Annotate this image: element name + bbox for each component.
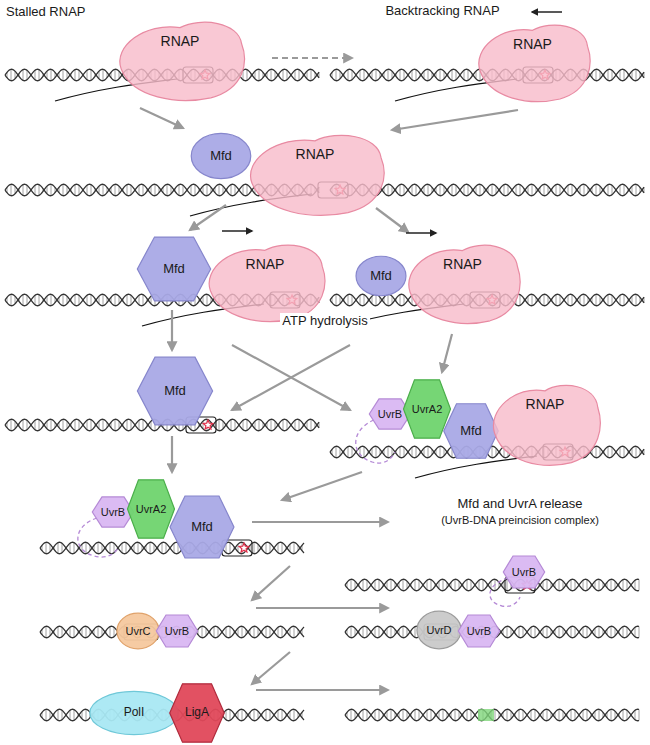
node-outline (470, 18, 595, 106)
flow-arrow (252, 521, 388, 523)
flow-arrow (392, 110, 518, 130)
uvrd-shape: UvrD (416, 610, 462, 650)
rnap-shape: RNAP (485, 378, 605, 470)
node-label: Mfd (460, 424, 482, 439)
flow-arrow (272, 57, 352, 59)
node-label: RNAP (296, 146, 335, 162)
stage-label-text: Mfd and UvrA release (455, 496, 584, 511)
dna-helix (40, 542, 304, 554)
rnap-shape: RNAP (240, 128, 390, 220)
node-label: UvrB (165, 625, 189, 638)
node-outline (485, 378, 605, 470)
node-label: RNAP (161, 33, 200, 49)
stage-label-text: (UvrB-DNA preincision complex) (439, 514, 601, 526)
flow-arrow (232, 345, 350, 410)
stage-label: ATP hydrolysis (255, 313, 395, 329)
node-label: Mfd (163, 262, 185, 277)
lesion-star (203, 420, 213, 429)
node-label: Mfd (210, 149, 232, 164)
node-label: UvrA2 (412, 403, 443, 416)
flow-arrow (171, 436, 173, 472)
node-label: RNAP (246, 256, 285, 272)
mfd-shape: Mfd (355, 255, 407, 297)
node-label: UvrB (378, 408, 402, 421)
rnap-shape: RNAP (470, 18, 595, 106)
node-label: LigA (185, 706, 209, 720)
mfd-shape: Mfd (168, 494, 236, 560)
stage-label-text: Backtracking RNAP (383, 3, 501, 18)
dna-helix (345, 579, 639, 591)
node-label: UvrA2 (136, 503, 167, 516)
node-label: RNAP (513, 36, 552, 52)
stage-label-text: Stalled RNAP (4, 4, 87, 19)
node-label: UvrB (101, 506, 125, 519)
node-label: UvrB (467, 625, 491, 638)
node-outline (240, 128, 390, 220)
uvrc-shape: UvrC (116, 612, 160, 650)
node-label: UvrB (512, 566, 536, 579)
flow-arrow (442, 334, 452, 372)
mfd-shape: Mfd (135, 235, 213, 303)
rnap-shape: RNAP (400, 238, 525, 328)
node-label: RNAP (526, 396, 565, 412)
stage-label-text: ATP hydrolysis (280, 313, 370, 328)
flow-arrow (376, 208, 408, 232)
flow-arrow (256, 607, 388, 609)
uvrb-shape: UvrB (502, 555, 546, 589)
node-outline (110, 15, 250, 105)
flow-arrow (171, 310, 173, 350)
flow-arrow (140, 108, 183, 128)
node-label: UvrD (426, 624, 451, 637)
stage-label: Mfd and UvrA release (395, 496, 645, 512)
stage-label: Stalled RNAP (4, 4, 124, 20)
uvrb-shape: UvrB (457, 614, 501, 648)
stage-label: (UvrB-DNA preincision complex) (395, 514, 645, 527)
liga-shape: LigA (168, 682, 226, 744)
flow-arrow (282, 472, 362, 500)
mfd-shape: Mfd (135, 355, 215, 427)
repaired-patch (478, 709, 494, 721)
lesion-star (239, 543, 249, 552)
flow-arrow (190, 205, 226, 230)
uvra-shape: UvrA2 (126, 478, 176, 540)
direction-arrow (532, 11, 562, 13)
uvrb-shape: UvrB (155, 614, 199, 648)
dna-helix (345, 709, 639, 721)
direction-arrow (406, 232, 436, 234)
node-label: Mfd (370, 269, 392, 284)
node-label: PolI (124, 706, 145, 720)
flow-arrow (252, 566, 290, 600)
stage-label: Backtracking RNAP (355, 3, 530, 19)
flow-arrow (256, 689, 388, 691)
node-label: Mfd (164, 384, 186, 399)
rnap-shape: RNAP (110, 15, 250, 105)
flow-arrow (252, 652, 290, 684)
flow-arrow (232, 345, 350, 410)
direction-arrow (222, 230, 252, 232)
node-label: RNAP (443, 256, 482, 272)
poli-shape: PolI (88, 690, 180, 736)
node-label: Mfd (191, 520, 213, 535)
mfd-shape: Mfd (190, 132, 252, 180)
node-outline (400, 238, 525, 328)
mfd-shape: Mfd (442, 402, 500, 460)
node-label: UvrC (125, 625, 150, 638)
